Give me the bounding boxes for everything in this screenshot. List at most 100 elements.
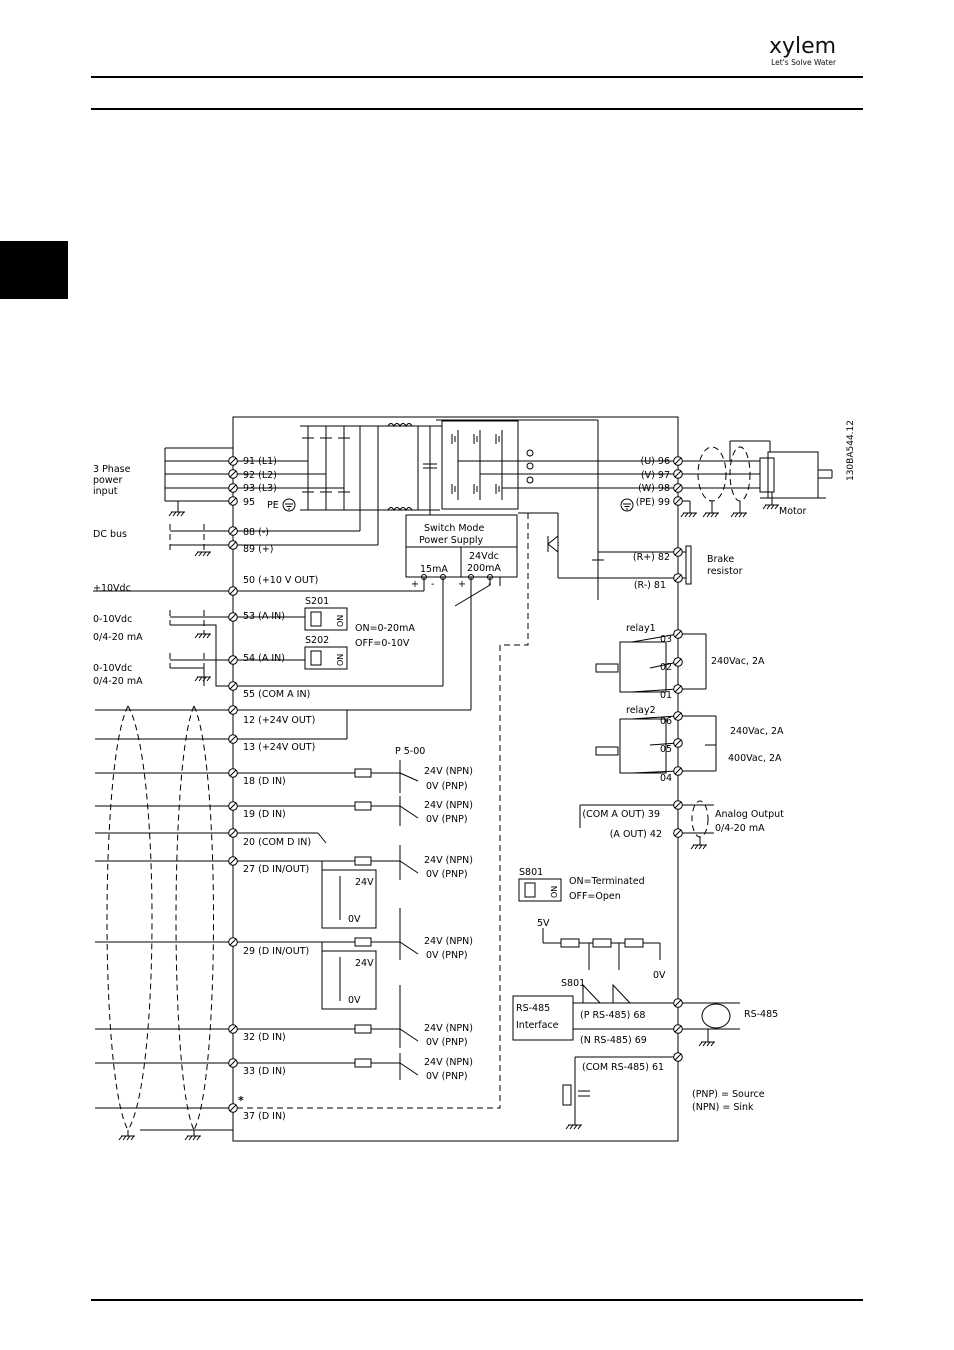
relay1-rating: 240Vac, 2A — [711, 656, 765, 667]
footer-rule — [91, 1299, 863, 1301]
di32-npn: 24V (NPN) — [424, 1023, 473, 1034]
label-ain1-volt: 0-10Vdc — [93, 614, 132, 625]
term-29: 29 (D IN/OUT) — [243, 946, 309, 957]
term-04: 04 — [660, 773, 672, 784]
rs485-label: RS-485 — [744, 1009, 778, 1020]
term-12: 12 (+24V OUT) — [243, 715, 315, 726]
psu-title-2: Power Supply — [419, 535, 483, 546]
relay2-rating-1: 240Vac, 2A — [730, 726, 784, 737]
s201-label: S201 — [305, 596, 329, 607]
term-02: 02 — [660, 662, 672, 673]
rs485-5v: 5V — [537, 918, 550, 929]
term-13: 13 (+24V OUT) — [243, 742, 315, 753]
label-plus10vdc: +10Vdc — [93, 583, 131, 594]
psu-title-1: Switch Mode — [424, 523, 484, 534]
mains-wiring — [164, 447, 378, 557]
term-50: 50 (+10 V OUT) — [243, 575, 318, 586]
header-rule-bottom — [91, 108, 863, 110]
header-rule-top — [91, 76, 863, 78]
inverter-igbt-bridge — [436, 419, 599, 600]
di18-npn: 24V (NPN) — [424, 766, 473, 777]
logo-tagline: Let's Solve Water — [771, 58, 837, 67]
label-3-phase-1: 3 Phase — [93, 464, 131, 475]
rs485-interface-2: Interface — [516, 1020, 559, 1031]
term-82: (R+) 82 — [633, 552, 670, 563]
term-20: 20 (COM D IN) — [243, 837, 311, 848]
rs485-interface-1: RS-485 — [516, 1003, 550, 1014]
di29-pnp: 0V (PNP) — [426, 950, 468, 961]
term-27: 27 (D IN/OUT) — [243, 864, 309, 875]
label-3-phase-3: input — [93, 486, 118, 497]
term-05: 05 — [660, 744, 672, 755]
term-95: 95 — [243, 497, 255, 508]
param-p5-00: P 5-00 — [395, 746, 425, 757]
drawing-code: 130BA544.12 — [846, 420, 856, 481]
motor-output-wiring — [526, 440, 833, 518]
s202-on: ON — [336, 654, 345, 666]
di32-pnp: 0V (PNP) — [426, 1037, 468, 1048]
rs485-0v: 0V — [653, 970, 666, 981]
term-33: 33 (D IN) — [243, 1066, 286, 1077]
term-37-star: * — [238, 1094, 244, 1107]
psu-plus-2: + — [458, 579, 466, 590]
do29-24v: 24V — [355, 958, 374, 969]
term-99: (PE) 99 — [636, 497, 670, 508]
relay-outputs — [595, 633, 717, 774]
label-ain2-volt: 0-10Vdc — [93, 663, 132, 674]
term-69: (N RS-485) 69 — [580, 1035, 647, 1046]
di33-pnp: 0V (PNP) — [426, 1071, 468, 1082]
term-89: 89 (+) — [243, 544, 273, 555]
switch-off-0-10v: OFF=0-10V — [355, 638, 410, 649]
psu-200ma: 200mA — [467, 563, 501, 574]
di19-npn: 24V (NPN) — [424, 800, 473, 811]
term-55: 55 (COM A IN) — [243, 689, 310, 700]
term-01: 01 — [660, 690, 672, 701]
term-98: (W) 98 — [638, 483, 670, 494]
switch-mode-power-supply — [233, 510, 529, 1109]
di19-pnp: 0V (PNP) — [426, 814, 468, 825]
di27-npn: 24V (NPN) — [424, 855, 473, 866]
psu-24vdc: 24Vdc — [469, 551, 499, 562]
label-ain1-ma: 0/4-20 mA — [93, 632, 143, 643]
psu-15ma: 15mA — [420, 564, 448, 575]
do27-0v: 0V — [348, 914, 361, 925]
s801-on: ON — [550, 886, 559, 898]
label-ain2-ma: 0/4-20 mA — [93, 676, 143, 687]
psu-minus-1: - — [431, 579, 434, 590]
term-88: 88 (-) — [243, 527, 269, 538]
s801-label: S801 — [519, 867, 543, 878]
npn-sink-note: (NPN) = Sink — [692, 1102, 754, 1113]
term-91: 91 (L1) — [243, 456, 277, 467]
term-39: (COM A OUT) 39 — [582, 809, 660, 820]
s801-off-open: OFF=Open — [569, 891, 621, 902]
term-53: 53 (A IN) — [243, 611, 285, 622]
chapter-side-tab — [0, 241, 68, 299]
pnp-source-note: (PNP) = Source — [692, 1089, 765, 1100]
brake-chopper — [518, 512, 692, 585]
analog-output-label-2: 0/4-20 mA — [715, 823, 765, 834]
s801-label-rs485: S801 — [561, 978, 585, 989]
term-19: 19 (D IN) — [243, 809, 286, 820]
di29-npn: 24V (NPN) — [424, 936, 473, 947]
relay1-label: relay1 — [626, 623, 656, 634]
relay2-rating-2: 400Vac, 2A — [728, 753, 782, 764]
term-18: 18 (D IN) — [243, 776, 286, 787]
term-61: (COM RS-485) 61 — [582, 1062, 664, 1073]
s202-label: S202 — [305, 635, 329, 646]
analog-output-wiring — [579, 800, 714, 850]
di33-npn: 24V (NPN) — [424, 1057, 473, 1068]
brake-label-2: resistor — [707, 566, 743, 577]
drive-enclosure — [232, 416, 679, 1142]
do27-24v: 24V — [355, 877, 374, 888]
term-03: 03 — [660, 634, 672, 645]
term-pe: PE — [267, 500, 279, 511]
psu-minus-2: - — [488, 579, 491, 590]
analog-inputs — [93, 590, 443, 687]
analog-output-label-1: Analog Output — [715, 809, 784, 820]
term-68: (P RS-485) 68 — [580, 1010, 645, 1021]
term-06: 06 — [660, 716, 672, 727]
term-97: (V) 97 — [641, 470, 670, 481]
term-96: (U) 96 — [641, 456, 670, 467]
term-32: 32 (D IN) — [243, 1032, 286, 1043]
